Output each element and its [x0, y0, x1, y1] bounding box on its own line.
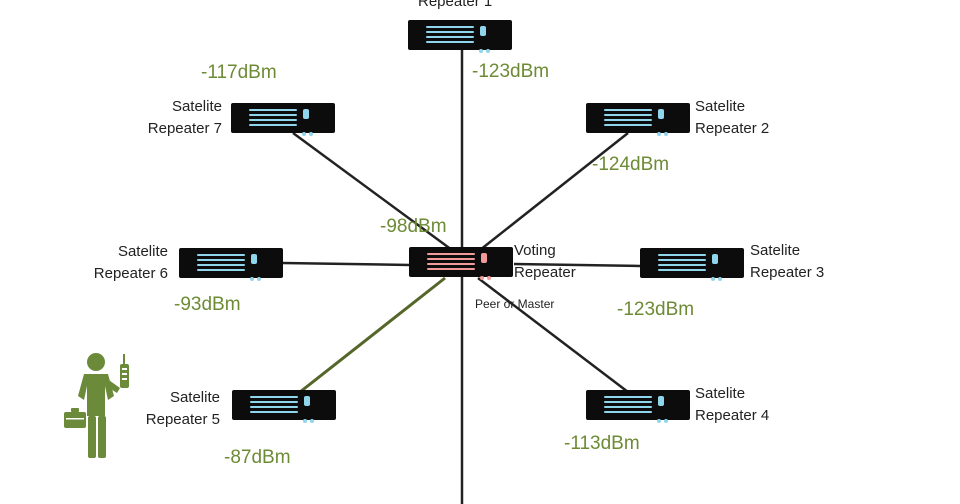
repeater-2[interactable] [586, 103, 690, 136]
repeater-2-label-line2: Repeater 2 [695, 120, 770, 137]
voting-label-line1: Voting [514, 242, 556, 259]
repeater-7-label-line1: Satelite [171, 98, 222, 115]
signal-rep4: -113dBm [564, 433, 640, 454]
repeater-1-label: Repeater 1 [418, 0, 493, 10]
radio-repeater-icon [427, 253, 475, 271]
radio-repeater-icon [197, 254, 245, 272]
repeater-5-label-line2: Repeater 5 [145, 411, 220, 428]
signal-rep2: -124dBm [592, 154, 670, 175]
repeater-3-label-line2: Repeater 3 [750, 264, 825, 281]
repeater-4-label-line2: Repeater 4 [695, 407, 770, 424]
peer-or-master-label: Peer or Master [475, 297, 555, 311]
link-rep7 [292, 131, 453, 252]
repeater-4-label-line1: Satelite [695, 385, 746, 402]
radio-repeater-icon [604, 396, 652, 414]
repeater-6-label-line2: Repeater 6 [93, 265, 168, 282]
repeater-4[interactable] [586, 390, 690, 423]
signal-rep7: -117dBm [201, 62, 277, 83]
repeater-7[interactable] [231, 103, 335, 136]
signal-voting: -98dBm [380, 216, 447, 237]
link-rep4 [477, 277, 629, 393]
repeater-7-label-line2: Repeater 7 [147, 120, 222, 137]
radio-repeater-icon [604, 109, 652, 127]
person-with-radio-icon [64, 353, 129, 458]
signal-rep6: -93dBm [174, 294, 241, 315]
voting-repeater[interactable] [409, 247, 513, 280]
signal-rep3: -123dBm [617, 299, 695, 320]
radio-repeater-icon [250, 396, 298, 414]
radio-repeater-icon [426, 26, 474, 44]
radio-repeater-icon [658, 254, 706, 272]
repeater-5[interactable] [232, 390, 336, 423]
voting-label-line2: Repeater [514, 264, 576, 281]
radio-repeater-icon [249, 109, 297, 127]
link-rep3 [513, 262, 641, 268]
link-rep2 [479, 132, 629, 251]
repeater-6[interactable] [179, 248, 283, 281]
repeater-3-label-line1: Satelite [750, 242, 801, 259]
link-rep6 [282, 261, 411, 267]
signal-rep5: -87dBm [224, 447, 291, 468]
repeater-6-label-line1: Satelite [117, 243, 168, 260]
repeater-3[interactable] [640, 248, 744, 281]
repeater-5-label-line1: Satelite [169, 389, 220, 406]
repeater-2-label-line1: Satelite [695, 98, 746, 115]
signal-rep1: -123dBm [472, 61, 550, 82]
link-rep5 [299, 276, 446, 394]
repeater-1[interactable] [408, 20, 512, 53]
